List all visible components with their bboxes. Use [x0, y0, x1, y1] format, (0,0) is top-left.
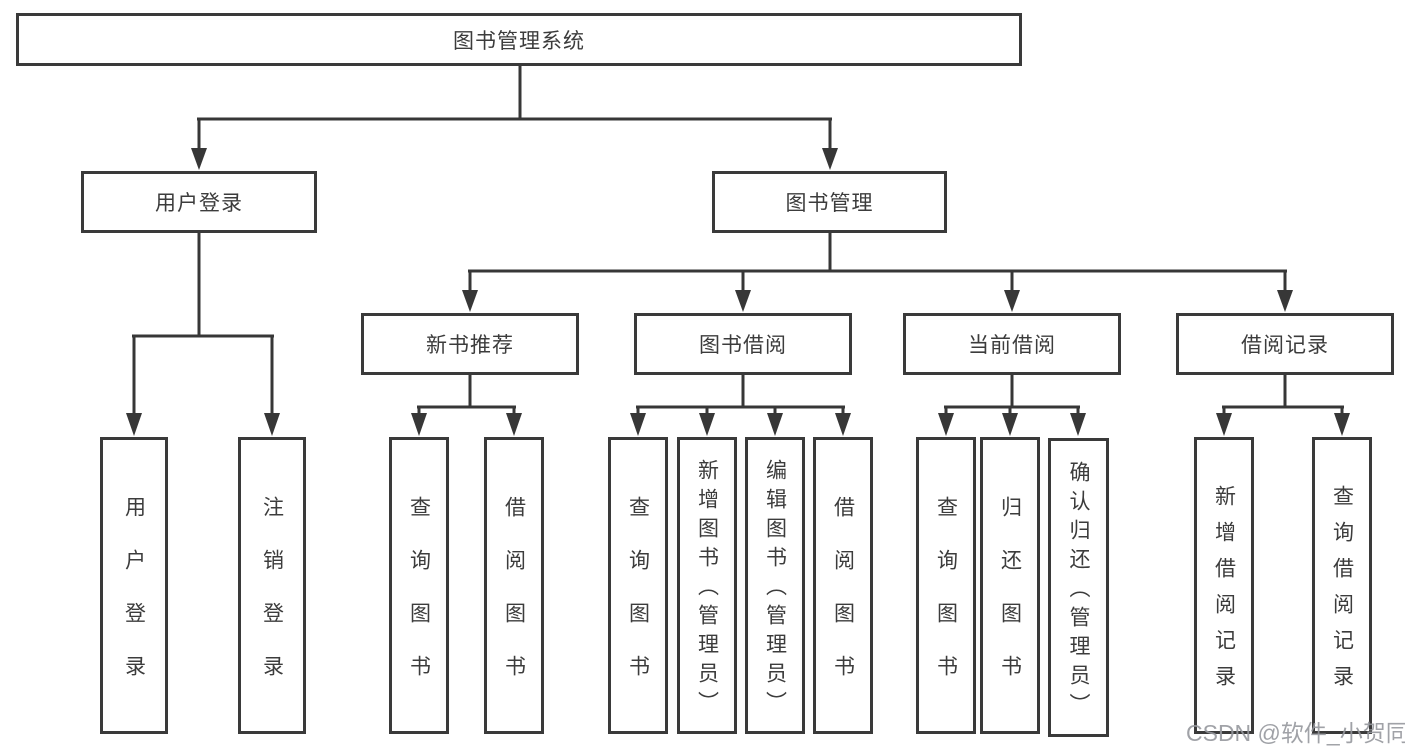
csdn-watermark: CSDN @软件_小贺同学 — [1186, 720, 1405, 746]
leaf-query-borrow-record: 查询借阅记录 — [1312, 437, 1372, 734]
connector-current-borrow-children — [938, 375, 1086, 436]
connector-borrow-records-children — [1216, 375, 1350, 436]
leaf-label: 借阅图书 — [502, 495, 526, 708]
leaf-label: 新增图书（管理员） — [695, 459, 719, 720]
leaf-logout: 注销登录 — [238, 437, 306, 734]
leaf-label: 确认归还（管理员） — [1067, 461, 1090, 722]
leaf-return-books: 归还图书 — [980, 437, 1040, 734]
node-current-borrow: 当前借阅 — [903, 313, 1121, 375]
leaf-edit-book-admin: 编辑图书（管理员） — [745, 437, 805, 734]
connector-root-to-level2 — [191, 66, 838, 170]
node-label: 用户登录 — [155, 192, 243, 215]
node-label: 当前借阅 — [968, 334, 1056, 357]
leaf-label: 新增借阅记录 — [1212, 485, 1236, 701]
node-label: 图书管理系统 — [453, 29, 585, 53]
leaf-label: 借阅图书 — [831, 495, 855, 708]
connector-new-book-children — [411, 375, 522, 436]
leaf-query-books-3: 查询图书 — [916, 437, 976, 734]
node-user-login: 用户登录 — [81, 171, 317, 233]
connector-book-management-children — [462, 233, 1293, 312]
leaf-confirm-return-admin: 确认归还（管理员） — [1048, 438, 1109, 737]
node-library-management-system: 图书管理系统 — [16, 13, 1022, 66]
leaf-add-book-admin: 新增图书（管理员） — [677, 437, 737, 734]
leaf-label: 查询图书 — [626, 495, 650, 708]
leaf-user-login: 用户登录 — [100, 437, 168, 734]
leaf-label: 查询图书 — [407, 495, 431, 708]
leaf-label: 查询借阅记录 — [1330, 485, 1354, 701]
node-label: 新书推荐 — [426, 334, 514, 357]
leaf-label: 编辑图书（管理员） — [763, 459, 787, 720]
leaf-label: 注销登录 — [260, 495, 284, 708]
connector-book-borrow-children — [630, 375, 851, 436]
leaf-borrow-books-2: 借阅图书 — [813, 437, 873, 734]
connector-user-login-children — [126, 233, 280, 436]
leaf-label: 查询图书 — [934, 495, 958, 708]
node-borrow-records: 借阅记录 — [1176, 313, 1394, 375]
node-book-borrow: 图书借阅 — [634, 313, 852, 375]
leaf-label: 归还图书 — [998, 495, 1022, 708]
node-new-book-recommend: 新书推荐 — [361, 313, 579, 375]
leaf-label: 用户登录 — [122, 495, 146, 708]
node-label: 借阅记录 — [1241, 334, 1329, 357]
node-label: 图书借阅 — [699, 334, 787, 357]
leaf-query-books-1: 查询图书 — [389, 437, 449, 734]
node-label: 图书管理 — [785, 192, 874, 215]
leaf-query-books-2: 查询图书 — [608, 437, 668, 734]
node-book-management: 图书管理 — [712, 171, 947, 233]
leaf-add-borrow-record: 新增借阅记录 — [1194, 437, 1254, 734]
leaf-borrow-books-1: 借阅图书 — [484, 437, 544, 734]
